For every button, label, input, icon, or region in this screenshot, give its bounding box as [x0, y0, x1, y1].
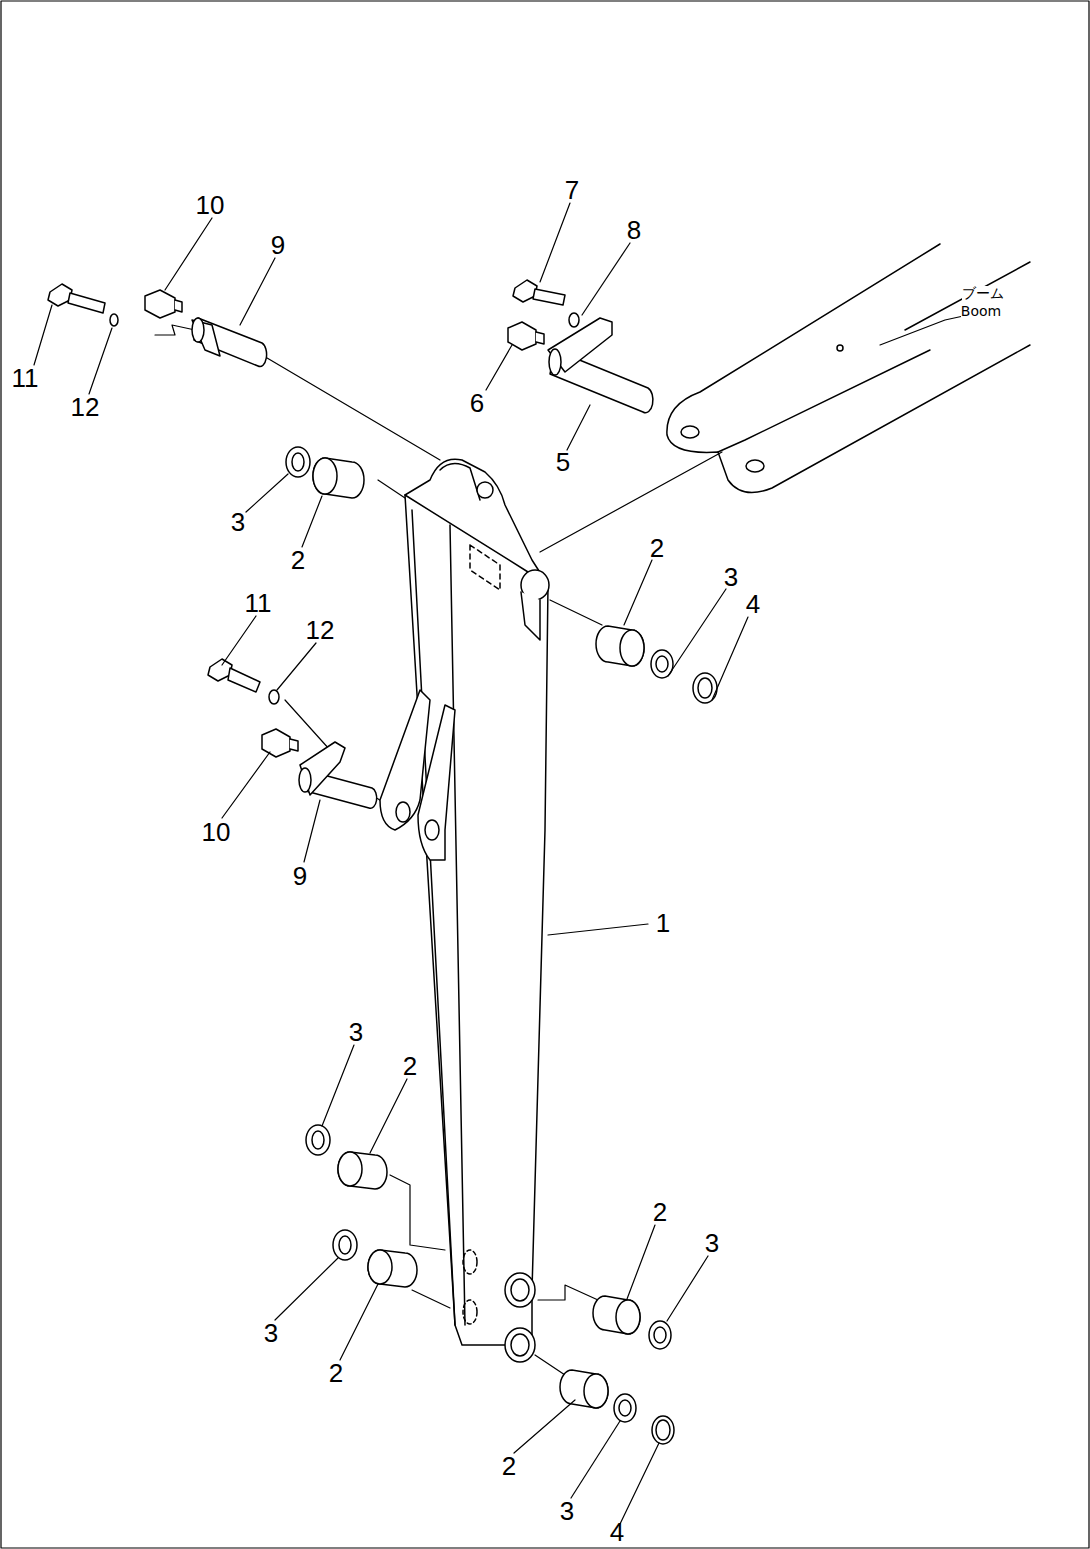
callout-number: 3 [231, 509, 245, 535]
callout-number: 10 [196, 192, 225, 218]
boom [667, 244, 1030, 493]
callout-number: 3 [724, 564, 738, 590]
callout-number: 3 [560, 1498, 574, 1524]
callout-number: 11 [245, 590, 272, 616]
callout-number: 2 [291, 547, 305, 573]
callout-number: 12 [306, 617, 335, 643]
bushings [313, 458, 644, 1408]
callout-number: 2 [650, 535, 664, 561]
callout-number: 1 [656, 910, 670, 936]
part-name: Boom [961, 304, 1001, 318]
callout-number: 7 [565, 177, 579, 203]
callout-number: 12 [71, 394, 100, 420]
callout-number: 2 [653, 1199, 667, 1225]
callout-number: 4 [610, 1519, 624, 1545]
callout-number: 3 [349, 1019, 363, 1045]
part-name: ブーム [962, 286, 1004, 300]
callout-number: 6 [470, 390, 484, 416]
callout-number: 2 [329, 1360, 343, 1386]
callout-number: 2 [403, 1053, 417, 1079]
callout-number: 4 [746, 591, 760, 617]
pins [192, 318, 653, 808]
callout-number: 11 [12, 365, 39, 391]
callout-number: 2 [502, 1453, 516, 1479]
callout-number: 10 [202, 819, 231, 845]
axis-lines [155, 325, 722, 1375]
callout-number: 5 [556, 449, 570, 475]
callout-number: 8 [627, 217, 641, 243]
callout-number: 9 [293, 863, 307, 889]
seals [286, 447, 717, 1444]
callout-number: 3 [705, 1230, 719, 1256]
arm [380, 459, 549, 1362]
bolts [48, 280, 579, 757]
callout-number: 3 [264, 1320, 278, 1346]
callout-number: 9 [271, 232, 285, 258]
leader-lines [34, 203, 968, 1524]
